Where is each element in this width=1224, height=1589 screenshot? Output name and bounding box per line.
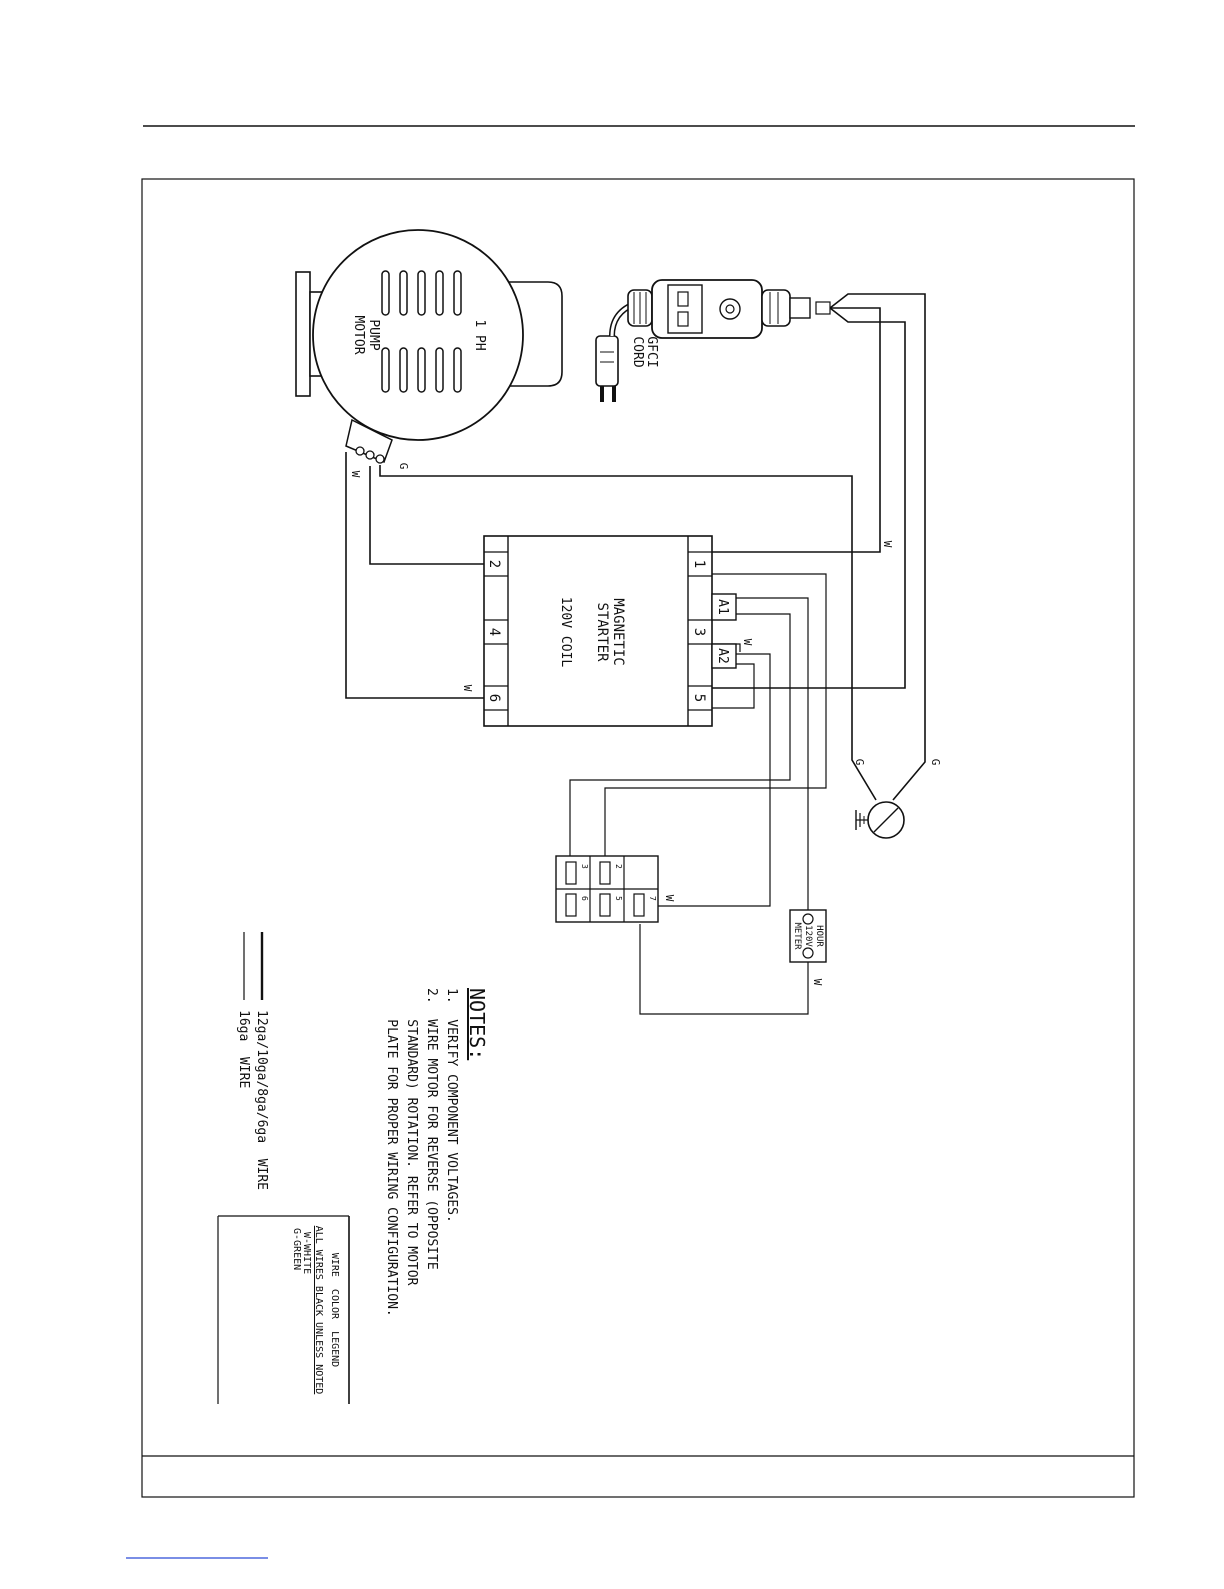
motor-label-1ph: 1 PH xyxy=(472,319,487,350)
wire-label-w-coil: W xyxy=(741,639,754,646)
switch-terminal-3: 3 xyxy=(580,864,589,869)
gfci-label-line2: CORD xyxy=(630,336,645,367)
notes-item-4: PLATE FOR PROPER WIRING CONFIGURATION. xyxy=(384,988,399,1317)
motor-terminal-3 xyxy=(375,454,385,464)
notes-item-3: STANDARD) ROTATION. REFER TO MOTOR xyxy=(404,988,419,1286)
starter-terminal-a2: A2 xyxy=(715,648,730,664)
power-wires xyxy=(345,293,926,801)
switch-terminal-5: 5 xyxy=(614,896,623,901)
diagram-frame xyxy=(141,178,1135,1498)
hour-meter-line3: METER xyxy=(792,922,802,950)
starter-terminal-3: 3 xyxy=(691,628,707,636)
wire-label-g-ground2: G xyxy=(929,759,942,766)
wire-label-w-line: W xyxy=(881,541,894,548)
wire-gauge-legend: 12ga/10ga/8ga/6ga WIRE 16ga WIRE xyxy=(236,932,269,1190)
wire-label-w-meter: W xyxy=(811,979,824,986)
hour-meter-line1: HOUR xyxy=(814,925,824,947)
magnetic-starter: 2 4 6 1 3 5 A1 A2 MAGNETIC STARTER 120V … xyxy=(483,535,737,727)
wire-label-w-motor: W xyxy=(349,471,362,478)
notes-item-2: 2. WIRE MOTOR FOR REVERSE (OPPOSITE xyxy=(424,988,439,1270)
starter-coil-label: 120V COIL xyxy=(558,597,573,668)
wire-color-legend: WIRE COLOR LEGEND ALL WIRES BLACK UNLESS… xyxy=(217,1215,350,1404)
notes-heading: NOTES: xyxy=(465,988,489,1060)
switch-terminal-7: 7 xyxy=(648,896,657,901)
wire-color-labels: G W W W W G G W W xyxy=(349,463,942,986)
motor-label-motor: MOTOR xyxy=(351,315,366,354)
gfci-cord: GFCI CORD xyxy=(595,279,831,402)
starter-title-line1: MAGNETIC xyxy=(610,598,626,665)
wire-label-w-terminal6: W xyxy=(461,685,474,692)
wire-label-g-motor: G xyxy=(397,463,410,470)
wire-label-w-switch: W xyxy=(663,895,676,902)
hour-meter: HOUR 120V METER xyxy=(789,909,827,963)
starter-terminal-2: 2 xyxy=(486,560,502,568)
notes-item-1: 1. VERIFY COMPONENT VOLTAGES. xyxy=(444,988,459,1223)
color-legend-green: G-GREEN xyxy=(291,1228,302,1270)
legend-thick-wire: 12ga/10ga/8ga/6ga WIRE xyxy=(254,1010,269,1190)
color-legend-subtitle: ALL WIRES BLACK UNLESS NOTED xyxy=(313,1226,324,1395)
pump-motor: 1 PH PUMP MOTOR xyxy=(295,229,563,464)
legend-thin-wire: 16ga WIRE xyxy=(236,1010,251,1088)
hour-meter-line2: 120V xyxy=(803,925,813,947)
starter-terminal-5: 5 xyxy=(691,694,707,702)
motor-label-pump: PUMP xyxy=(366,319,381,350)
switch-block: 3 2 6 5 7 xyxy=(555,855,659,923)
starter-terminal-1: 1 xyxy=(691,560,707,568)
starter-title-line2: STARTER xyxy=(594,602,610,662)
gfci-label-line1: GFCI xyxy=(644,336,659,367)
notes: NOTES: 1. VERIFY COMPONENT VOLTAGES. 2. … xyxy=(384,988,489,1317)
control-wires xyxy=(569,573,827,1015)
starter-terminal-6: 6 xyxy=(486,694,502,702)
color-legend-white: W-WHITE xyxy=(301,1232,312,1274)
wire-label-g-ground1: G xyxy=(853,759,866,766)
starter-terminal-4: 4 xyxy=(486,628,502,636)
switch-terminal-2: 2 xyxy=(614,864,623,869)
motor-terminal-2 xyxy=(365,450,375,460)
ground-symbol xyxy=(855,801,905,839)
color-legend-title: WIRE COLOR LEGEND xyxy=(329,1253,340,1367)
switch-terminal-6: 6 xyxy=(580,896,589,901)
starter-terminal-a1: A1 xyxy=(715,599,730,615)
motor-terminal-1 xyxy=(355,446,365,456)
